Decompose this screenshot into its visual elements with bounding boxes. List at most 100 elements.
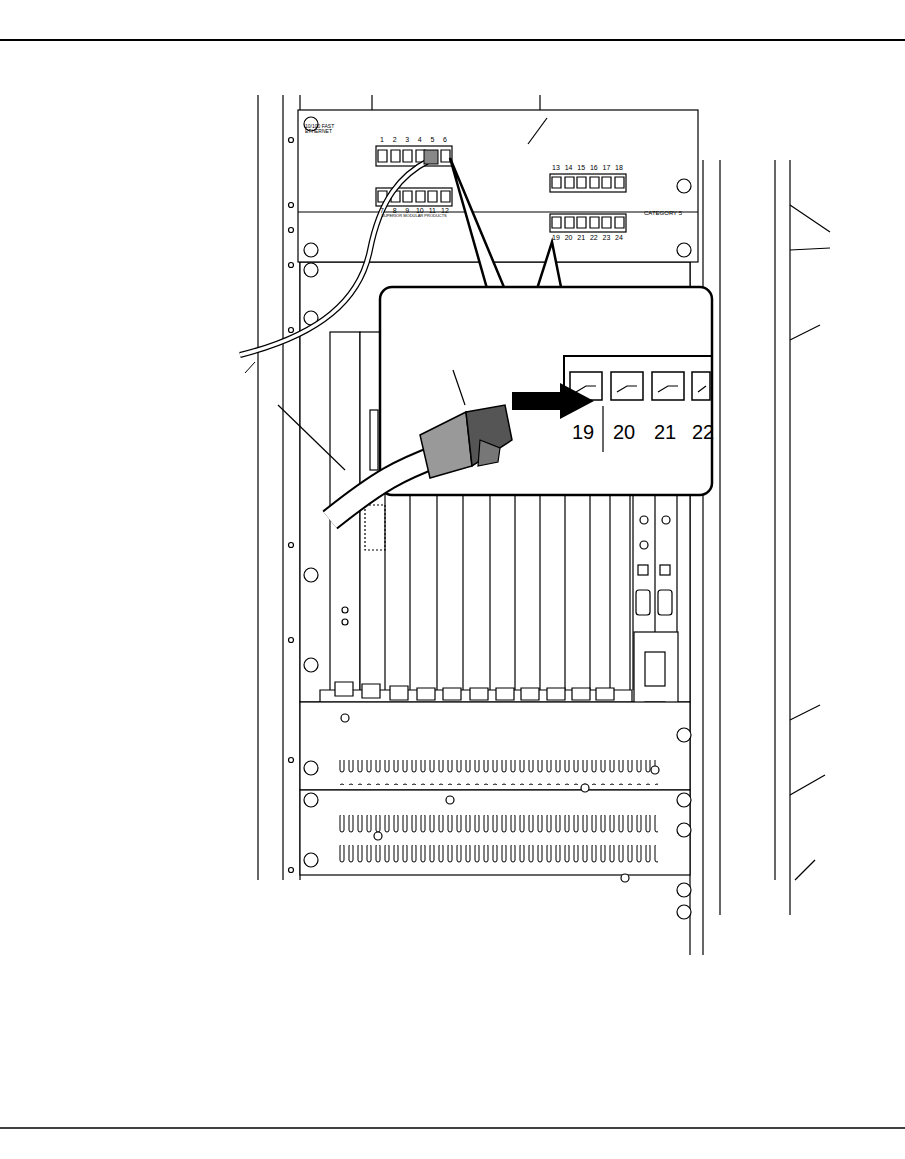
patch-panel xyxy=(298,110,698,262)
rack-rail xyxy=(774,160,775,880)
rj45-plug xyxy=(278,370,512,520)
panel-label: 19 xyxy=(552,234,560,241)
screw xyxy=(677,823,691,837)
zoom-pointer xyxy=(536,242,562,292)
cable-fill xyxy=(330,455,440,520)
leader-line xyxy=(245,362,255,373)
port-number: 22 xyxy=(692,422,714,443)
cable-outline xyxy=(330,455,440,520)
rack-hole xyxy=(289,263,294,268)
screw xyxy=(304,658,318,672)
panel-label: CATEGORY 5 xyxy=(644,210,684,216)
panel-label: 16 xyxy=(590,164,598,171)
zoom-box xyxy=(380,287,712,495)
screw xyxy=(341,714,349,722)
screw xyxy=(304,568,318,582)
panel-label: 1 xyxy=(380,136,384,143)
port-number: 21 xyxy=(654,422,676,443)
panel-face xyxy=(298,110,698,262)
bottom-rule xyxy=(0,1127,905,1129)
insert-arrow xyxy=(512,383,594,419)
card-screw xyxy=(342,619,348,625)
zoom-callout xyxy=(380,158,712,495)
panel-edge xyxy=(298,211,698,212)
leader-line xyxy=(278,405,345,470)
card-port xyxy=(636,590,650,615)
rack-shelf xyxy=(790,248,830,250)
screw xyxy=(304,761,318,775)
card-screw xyxy=(342,607,348,613)
rack-hole xyxy=(289,758,294,763)
panel-label: 18 xyxy=(615,164,623,171)
panel-label: 5 xyxy=(430,136,434,143)
card-jack xyxy=(640,516,648,524)
panel-label: 21 xyxy=(577,234,585,241)
rack-shelf xyxy=(790,205,830,232)
top-rule xyxy=(0,39,905,41)
card-latches xyxy=(335,682,614,700)
rack-rail xyxy=(702,160,703,955)
card-led xyxy=(370,410,378,470)
panel-label: 17 xyxy=(603,164,611,171)
screw xyxy=(677,179,691,193)
vent-panel xyxy=(300,702,690,790)
vent-slots xyxy=(338,845,658,870)
screw xyxy=(304,793,318,807)
leader-line xyxy=(602,406,603,452)
screw xyxy=(651,766,659,774)
card-connector xyxy=(365,505,385,550)
zoom-pointer xyxy=(450,158,506,292)
rack-shelf xyxy=(795,860,815,880)
rack-rail xyxy=(282,95,283,880)
panel-label: 4 xyxy=(418,136,422,143)
vent-panels xyxy=(300,702,690,875)
rack-rail xyxy=(257,95,258,880)
page-rules xyxy=(0,40,905,1128)
rack-rail xyxy=(789,160,790,915)
small-plug xyxy=(424,150,438,164)
plug-body xyxy=(466,405,512,466)
leader-line xyxy=(528,118,547,144)
panel-label: 22 xyxy=(590,234,598,241)
panel-label: 3 xyxy=(405,136,409,143)
card-port xyxy=(660,565,670,575)
panel-label: 10/100 FAST ETHERNET xyxy=(305,124,335,135)
screw xyxy=(304,853,318,867)
rack-shelf xyxy=(790,705,820,720)
zoom-jacks xyxy=(570,372,710,400)
port-number: 19 xyxy=(572,422,594,443)
panel-label: SUPERIOR MODULAR PRODUCTS xyxy=(381,214,447,218)
card-port xyxy=(638,565,648,575)
card-slots xyxy=(410,495,630,690)
power-switch xyxy=(645,652,665,686)
card-jack xyxy=(662,516,670,524)
rack-hole xyxy=(289,138,294,143)
panel-label: 14 xyxy=(565,164,573,171)
jack-latches xyxy=(576,386,706,392)
panel-label: 13 xyxy=(552,164,560,171)
panel-label: 20 xyxy=(565,234,573,241)
rack-frame xyxy=(258,95,830,955)
card-jack xyxy=(640,541,648,549)
leader-line xyxy=(453,370,465,405)
screw xyxy=(446,796,454,804)
rack-rail xyxy=(719,160,720,915)
screw xyxy=(304,243,318,257)
screw xyxy=(677,905,691,919)
rack-shelf xyxy=(790,775,825,795)
panel-label: 15 xyxy=(577,164,585,171)
rack-hole xyxy=(289,868,294,873)
card-port xyxy=(658,590,672,615)
rack-hole xyxy=(289,543,294,548)
rack-hole xyxy=(289,203,294,208)
panel-label: 6 xyxy=(443,136,447,143)
port-number: 20 xyxy=(613,422,635,443)
screw xyxy=(581,784,589,792)
screw xyxy=(677,728,691,742)
rack-shelf xyxy=(790,325,820,340)
panel-label: 24 xyxy=(615,234,623,241)
screw xyxy=(677,793,691,807)
screw xyxy=(677,883,691,897)
vent-slots xyxy=(338,815,658,840)
